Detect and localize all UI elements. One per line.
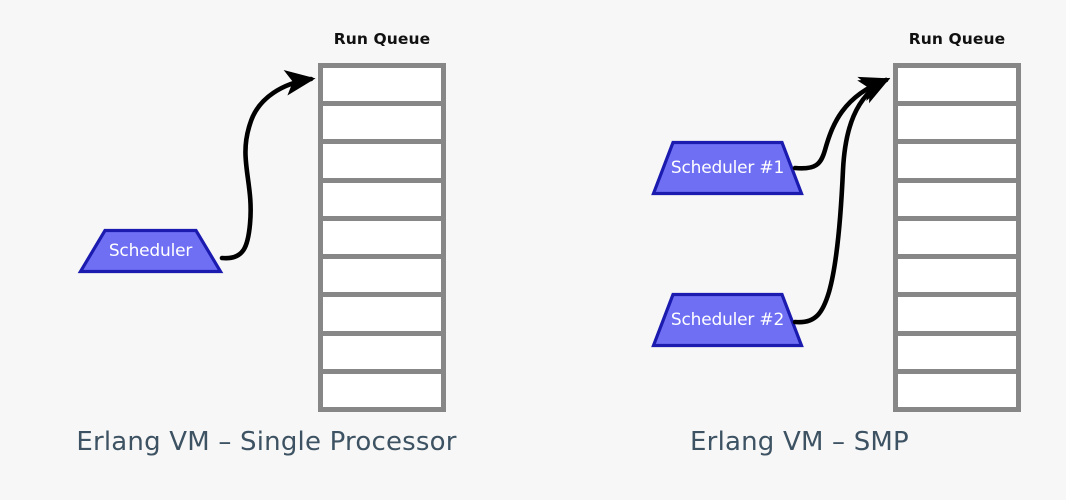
caption-smp: Erlang VM – SMP (690, 427, 909, 457)
run-queue-cell (323, 68, 441, 107)
run-queue-cell (323, 297, 441, 336)
run-queue-cell (898, 373, 1016, 407)
scheduler-1-node[interactable]: Scheduler #1 (651, 140, 804, 196)
run-queue-cell (323, 144, 441, 183)
scheduler-2-to-queue-arrow (792, 77, 891, 325)
run-queue-cell (323, 335, 441, 374)
diagram-smp: Run Queue Scheduler #1 Scheduler #2 (533, 0, 1066, 500)
trapezoid-shape (651, 292, 804, 348)
scheduler-to-queue-arrow (219, 70, 316, 261)
run-queue-cell (898, 68, 1016, 107)
run-queue-stack (893, 63, 1021, 412)
diagram-single-processor: Run Queue Scheduler (76, 30, 457, 457)
caption-single-processor: Erlang VM – Single Processor (76, 427, 457, 457)
trapezoid-shape (651, 140, 804, 196)
run-queue-label: Run Queue (908, 30, 1006, 48)
run-queue-cell (323, 220, 441, 260)
scheduler-2-node[interactable]: Scheduler #2 (651, 292, 804, 348)
run-queue-cell (323, 182, 441, 221)
scheduler-1-to-queue-arrow (792, 76, 891, 171)
run-queue-cell (898, 106, 1016, 145)
run-queue-cell (898, 259, 1016, 298)
run-queue-cell (898, 335, 1016, 374)
run-queue-cell (323, 259, 441, 298)
run-queue-cell (898, 220, 1016, 260)
trapezoid-shape (77, 228, 224, 274)
run-queue-cell (898, 182, 1016, 221)
run-queue-cell (323, 106, 441, 145)
run-queue-cell (898, 144, 1016, 183)
scheduler-node[interactable]: Scheduler (77, 228, 224, 274)
run-queue-label: Run Queue (333, 30, 431, 48)
run-queue-stack (318, 63, 446, 412)
run-queue-cell (898, 297, 1016, 336)
run-queue-cell (323, 373, 441, 407)
